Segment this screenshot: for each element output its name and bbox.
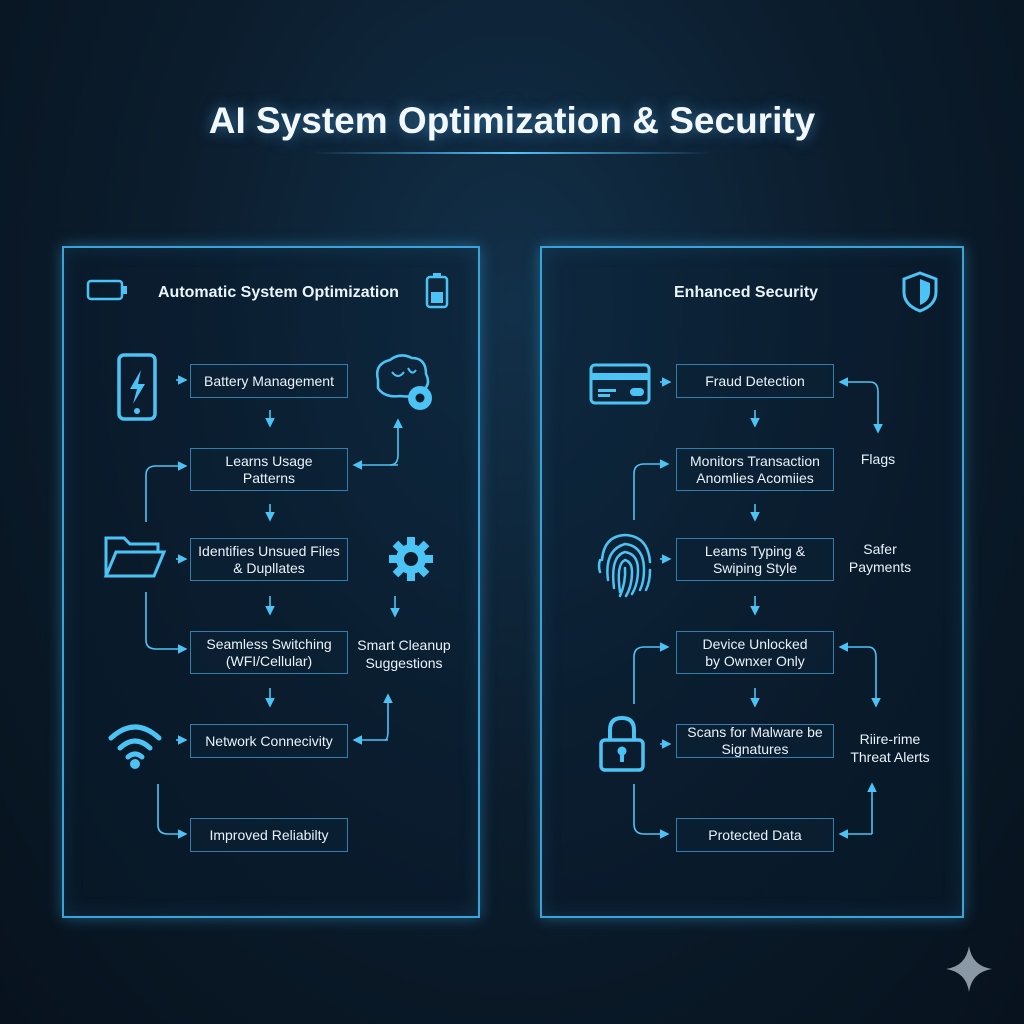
- safer-payments-label: Safer Payments: [848, 541, 912, 575]
- arrow: [383, 693, 393, 741]
- step-improved-reliability: Improved Reliabilty: [190, 818, 348, 852]
- battery-empty-icon: [86, 279, 127, 301]
- step-learns-typing: Leams Typing & Swiping Style: [676, 538, 834, 581]
- flags-label: Flags: [860, 451, 896, 467]
- arrow: [633, 784, 670, 839]
- arrow: [869, 381, 883, 434]
- page-title: AI System Optimization & Security: [208, 100, 816, 141]
- step-seamless-switching: Seamless Switching (WFI/Cellular): [190, 631, 348, 674]
- step-learns-usage: Learns Usage Patterns: [190, 448, 348, 491]
- step-protected-data: Protected Data: [676, 818, 834, 852]
- shield-icon: [902, 271, 938, 313]
- step-fraud-detection: Fraud Detection: [676, 364, 834, 398]
- arrow: [145, 461, 188, 522]
- security-panel: [540, 246, 964, 918]
- security-panel-title: Enhanced Security: [674, 284, 819, 301]
- phone-charging-icon: [117, 353, 157, 421]
- step-scans-malware: Scans for Malware be Signatures: [676, 724, 834, 758]
- step-battery-management: Battery Management: [190, 364, 348, 398]
- gear-icon: [389, 537, 433, 581]
- arrow: [867, 646, 881, 708]
- credit-card-icon: [589, 363, 651, 405]
- threat-alerts-label: Riire-rime Threat Alerts: [850, 731, 930, 765]
- step-identifies-files: Identifies Unsued Files & Dupllates: [190, 538, 348, 581]
- step-monitors-transaction: Monitors Transaction Anomlies Acomiies: [676, 448, 834, 491]
- wifi-icon: [108, 724, 162, 769]
- lock-icon: [599, 715, 645, 772]
- step-network-connectivity: Network Connecivity: [190, 724, 348, 758]
- arrow: [145, 592, 188, 654]
- brain-gear-icon: [376, 354, 432, 410]
- step-device-unlocked: Device Unlocked by Ownxer Only: [676, 631, 834, 674]
- title-underline: [312, 152, 712, 154]
- battery-low-icon: [425, 273, 449, 309]
- arrow: [633, 459, 670, 520]
- sparkle-icon: [946, 946, 992, 992]
- folder-icon: [103, 536, 167, 578]
- arrow: [633, 642, 670, 704]
- arrow: [157, 784, 188, 839]
- arrow: [389, 418, 403, 466]
- optimization-panel-title: Automatic System Optimization: [158, 284, 399, 301]
- smart-cleanup-label: Smart Cleanup Suggestions: [357, 637, 451, 671]
- fingerprint-icon: [597, 533, 652, 598]
